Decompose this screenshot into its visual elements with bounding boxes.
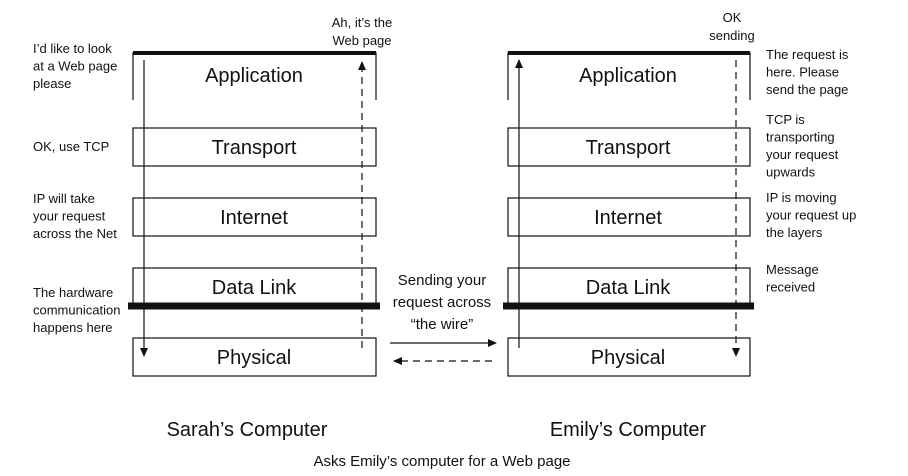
emily-note-1-line-0: TCP is xyxy=(766,112,805,127)
sarah-internet-box xyxy=(132,197,377,237)
sarah-top-note-line-1: Web page xyxy=(332,33,391,48)
emily-top-note-line-1: sending xyxy=(709,28,755,43)
emily-note-2-line-1: your request up xyxy=(766,208,856,223)
emily-note-0-line-0: The request is xyxy=(766,47,849,62)
sarah-note-2-line-0: IP will take xyxy=(33,191,95,206)
emily-note-1-line-2: your request xyxy=(766,147,839,162)
sarah-stack: Application Transport Internet Data Link… xyxy=(128,51,380,377)
sarah-note-2-line-2: across the Net xyxy=(33,226,117,241)
emily-note-3-line-1: received xyxy=(766,280,815,295)
sarah-transport-box xyxy=(132,127,377,167)
sarah-layer-physical: Physical xyxy=(217,347,291,369)
emily-physical-box xyxy=(507,337,751,377)
emily-layer-internet: Internet xyxy=(594,207,662,229)
emily-note-1-line-3: upwards xyxy=(766,165,816,180)
emily-note-0-line-2: send the page xyxy=(766,82,848,97)
emily-top-note-line-0: OK xyxy=(723,10,742,25)
sarah-note-3-line-2: happens here xyxy=(33,320,113,335)
emily-layer-application: Application xyxy=(579,65,677,87)
sarah-note-0-line-1: at a Web page xyxy=(33,59,117,74)
emily-transport-box xyxy=(507,127,751,167)
emily-layer-datalink: Data Link xyxy=(586,277,671,299)
wire-note: Sending your request across “the wire” xyxy=(393,272,491,333)
sarah-note-1-line-0: OK, use TCP xyxy=(33,139,109,154)
sarah-note-3-line-1: communication xyxy=(33,303,120,318)
emily-layer-transport: Transport xyxy=(586,137,671,159)
emily-note-3-line-0: Message xyxy=(766,262,819,277)
emily-note-1-line-1: transporting xyxy=(766,130,835,145)
sarah-note-0-line-0: I’d like to look xyxy=(33,41,112,56)
sarah-physical-box xyxy=(132,337,377,377)
sarah-top-note-line-0: Ah, it’s the xyxy=(332,15,392,30)
sarah-layer-transport: Transport xyxy=(212,137,297,159)
wire-note-line-2: “the wire” xyxy=(411,316,474,333)
sarah-layer-internet: Internet xyxy=(220,207,288,229)
emily-layer-physical: Physical xyxy=(591,347,665,369)
wire-note-line-0: Sending your xyxy=(398,272,486,289)
sarah-note-3-line-0: The hardware xyxy=(33,285,113,300)
emily-note-2-line-2: the layers xyxy=(766,225,823,240)
sarah-note-2-line-1: your request xyxy=(33,209,106,224)
emily-caption: Emily’s Computer xyxy=(550,419,707,441)
sarah-layer-application: Application xyxy=(205,65,303,87)
sarah-layer-datalink: Data Link xyxy=(212,277,297,299)
emily-top-note: OK sending xyxy=(709,10,755,43)
wire-note-line-1: request across xyxy=(393,294,491,311)
sarah-caption: Sarah’s Computer xyxy=(167,419,328,441)
emily-note-2-line-0: IP is moving xyxy=(766,190,837,205)
emily-internet-box xyxy=(507,197,751,237)
emily-stack: Application Transport Internet Data Link… xyxy=(503,51,754,377)
emily-note-0-line-1: here. Please xyxy=(766,65,839,80)
sarah-note-0-line-2: please xyxy=(33,76,71,91)
emily-notes: The request is here. Please send the pageT… xyxy=(766,47,856,295)
footer-caption: Asks Emily’s computer for a Web page xyxy=(313,453,570,470)
